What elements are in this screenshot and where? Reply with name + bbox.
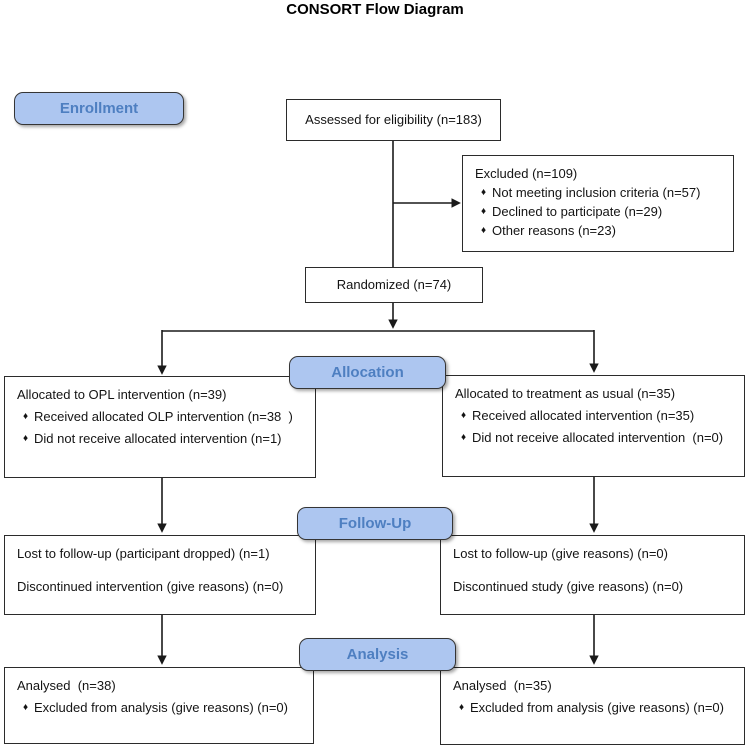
box-allocation-right: Allocated to treatment as usual (n=35) ♦… (442, 375, 745, 477)
analysis-right-title: Analysed (n=35) (453, 678, 552, 693)
stage-badge-enrollment: Enrollment (14, 92, 184, 125)
box-randomized: Randomized (n=74) (305, 267, 483, 303)
box-analysis-right: Analysed (n=35) ♦ Excluded from analysis… (440, 667, 745, 745)
allocation-right-title: Allocated to treatment as usual (n=35) (455, 386, 676, 401)
list-item: ♦ Declined to participate (n=29) (475, 203, 725, 221)
list-item: ♦ Received allocated intervention (n=35) (455, 407, 736, 425)
diamond-bullet-icon: ♦ (480, 187, 487, 198)
stage-badge-analysis: Analysis (299, 638, 456, 671)
diamond-bullet-icon: ♦ (22, 411, 29, 422)
list-item: ♦ Excluded from analysis (give reasons) … (17, 699, 305, 717)
list-item-text: Excluded from analysis (give reasons) (n… (470, 700, 724, 715)
list-item: ♦ Received allocated OLP intervention (n… (17, 408, 307, 426)
list-item-text: Other reasons (n=23) (492, 223, 616, 238)
diamond-bullet-icon: ♦ (480, 206, 487, 217)
list-item: ♦ Not meeting inclusion criteria (n=57) (475, 184, 725, 202)
list-item-text: Declined to participate (n=29) (492, 204, 663, 219)
list-item: ♦ Did not receive allocated intervention… (455, 429, 736, 447)
stage-badge-followup: Follow-Up (297, 507, 453, 540)
list-item-text: Did not receive allocated intervention (… (472, 430, 724, 445)
box-analysis-left: Analysed (n=38) ♦ Excluded from analysis… (4, 667, 314, 744)
assessed-text: Assessed for eligibility (n=183) (305, 112, 482, 127)
box-assessed: Assessed for eligibility (n=183) (286, 99, 501, 141)
followup-left-line: Discontinued intervention (give reasons)… (17, 579, 284, 594)
diamond-bullet-icon: ♦ (22, 433, 29, 444)
allocation-left-title: Allocated to OPL intervention (n=39) (17, 387, 227, 402)
box-allocation-left: Allocated to OPL intervention (n=39) ♦ R… (4, 376, 316, 478)
list-item: ♦ Excluded from analysis (give reasons) … (453, 699, 736, 717)
box-excluded: Excluded (n=109) ♦ Not meeting inclusion… (462, 155, 734, 252)
list-item-text: Received allocated OLP intervention (n=3… (34, 409, 293, 424)
followup-right-line: Lost to follow-up (give reasons) (n=0) (453, 546, 668, 561)
list-item: ♦ Other reasons (n=23) (475, 222, 725, 240)
diamond-bullet-icon: ♦ (480, 225, 487, 236)
stage-badge-allocation: Allocation (289, 356, 446, 389)
list-item-text: Not meeting inclusion criteria (n=57) (492, 185, 701, 200)
box-followup-right: Lost to follow-up (give reasons) (n=0) D… (440, 535, 745, 615)
page-title: CONSORT Flow Diagram (286, 1, 464, 18)
box-followup-left: Lost to follow-up (participant dropped) … (4, 535, 316, 615)
list-item-text: Received allocated intervention (n=35) (472, 408, 695, 423)
list-item: ♦ Did not receive allocated intervention… (17, 430, 307, 448)
list-item-text: Did not receive allocated intervention (… (34, 431, 282, 446)
randomized-text: Randomized (n=74) (336, 277, 452, 292)
excluded-title: Excluded (n=109) (475, 166, 578, 181)
followup-left-line: Lost to follow-up (participant dropped) … (17, 546, 270, 561)
diamond-bullet-icon: ♦ (458, 702, 465, 713)
diamond-bullet-icon: ♦ (22, 702, 29, 713)
list-item-text: Excluded from analysis (give reasons) (n… (34, 700, 288, 715)
analysis-left-title: Analysed (n=38) (17, 678, 116, 693)
diamond-bullet-icon: ♦ (460, 432, 467, 443)
diamond-bullet-icon: ♦ (460, 410, 467, 421)
followup-right-line: Discontinued study (give reasons) (n=0) (453, 579, 684, 594)
